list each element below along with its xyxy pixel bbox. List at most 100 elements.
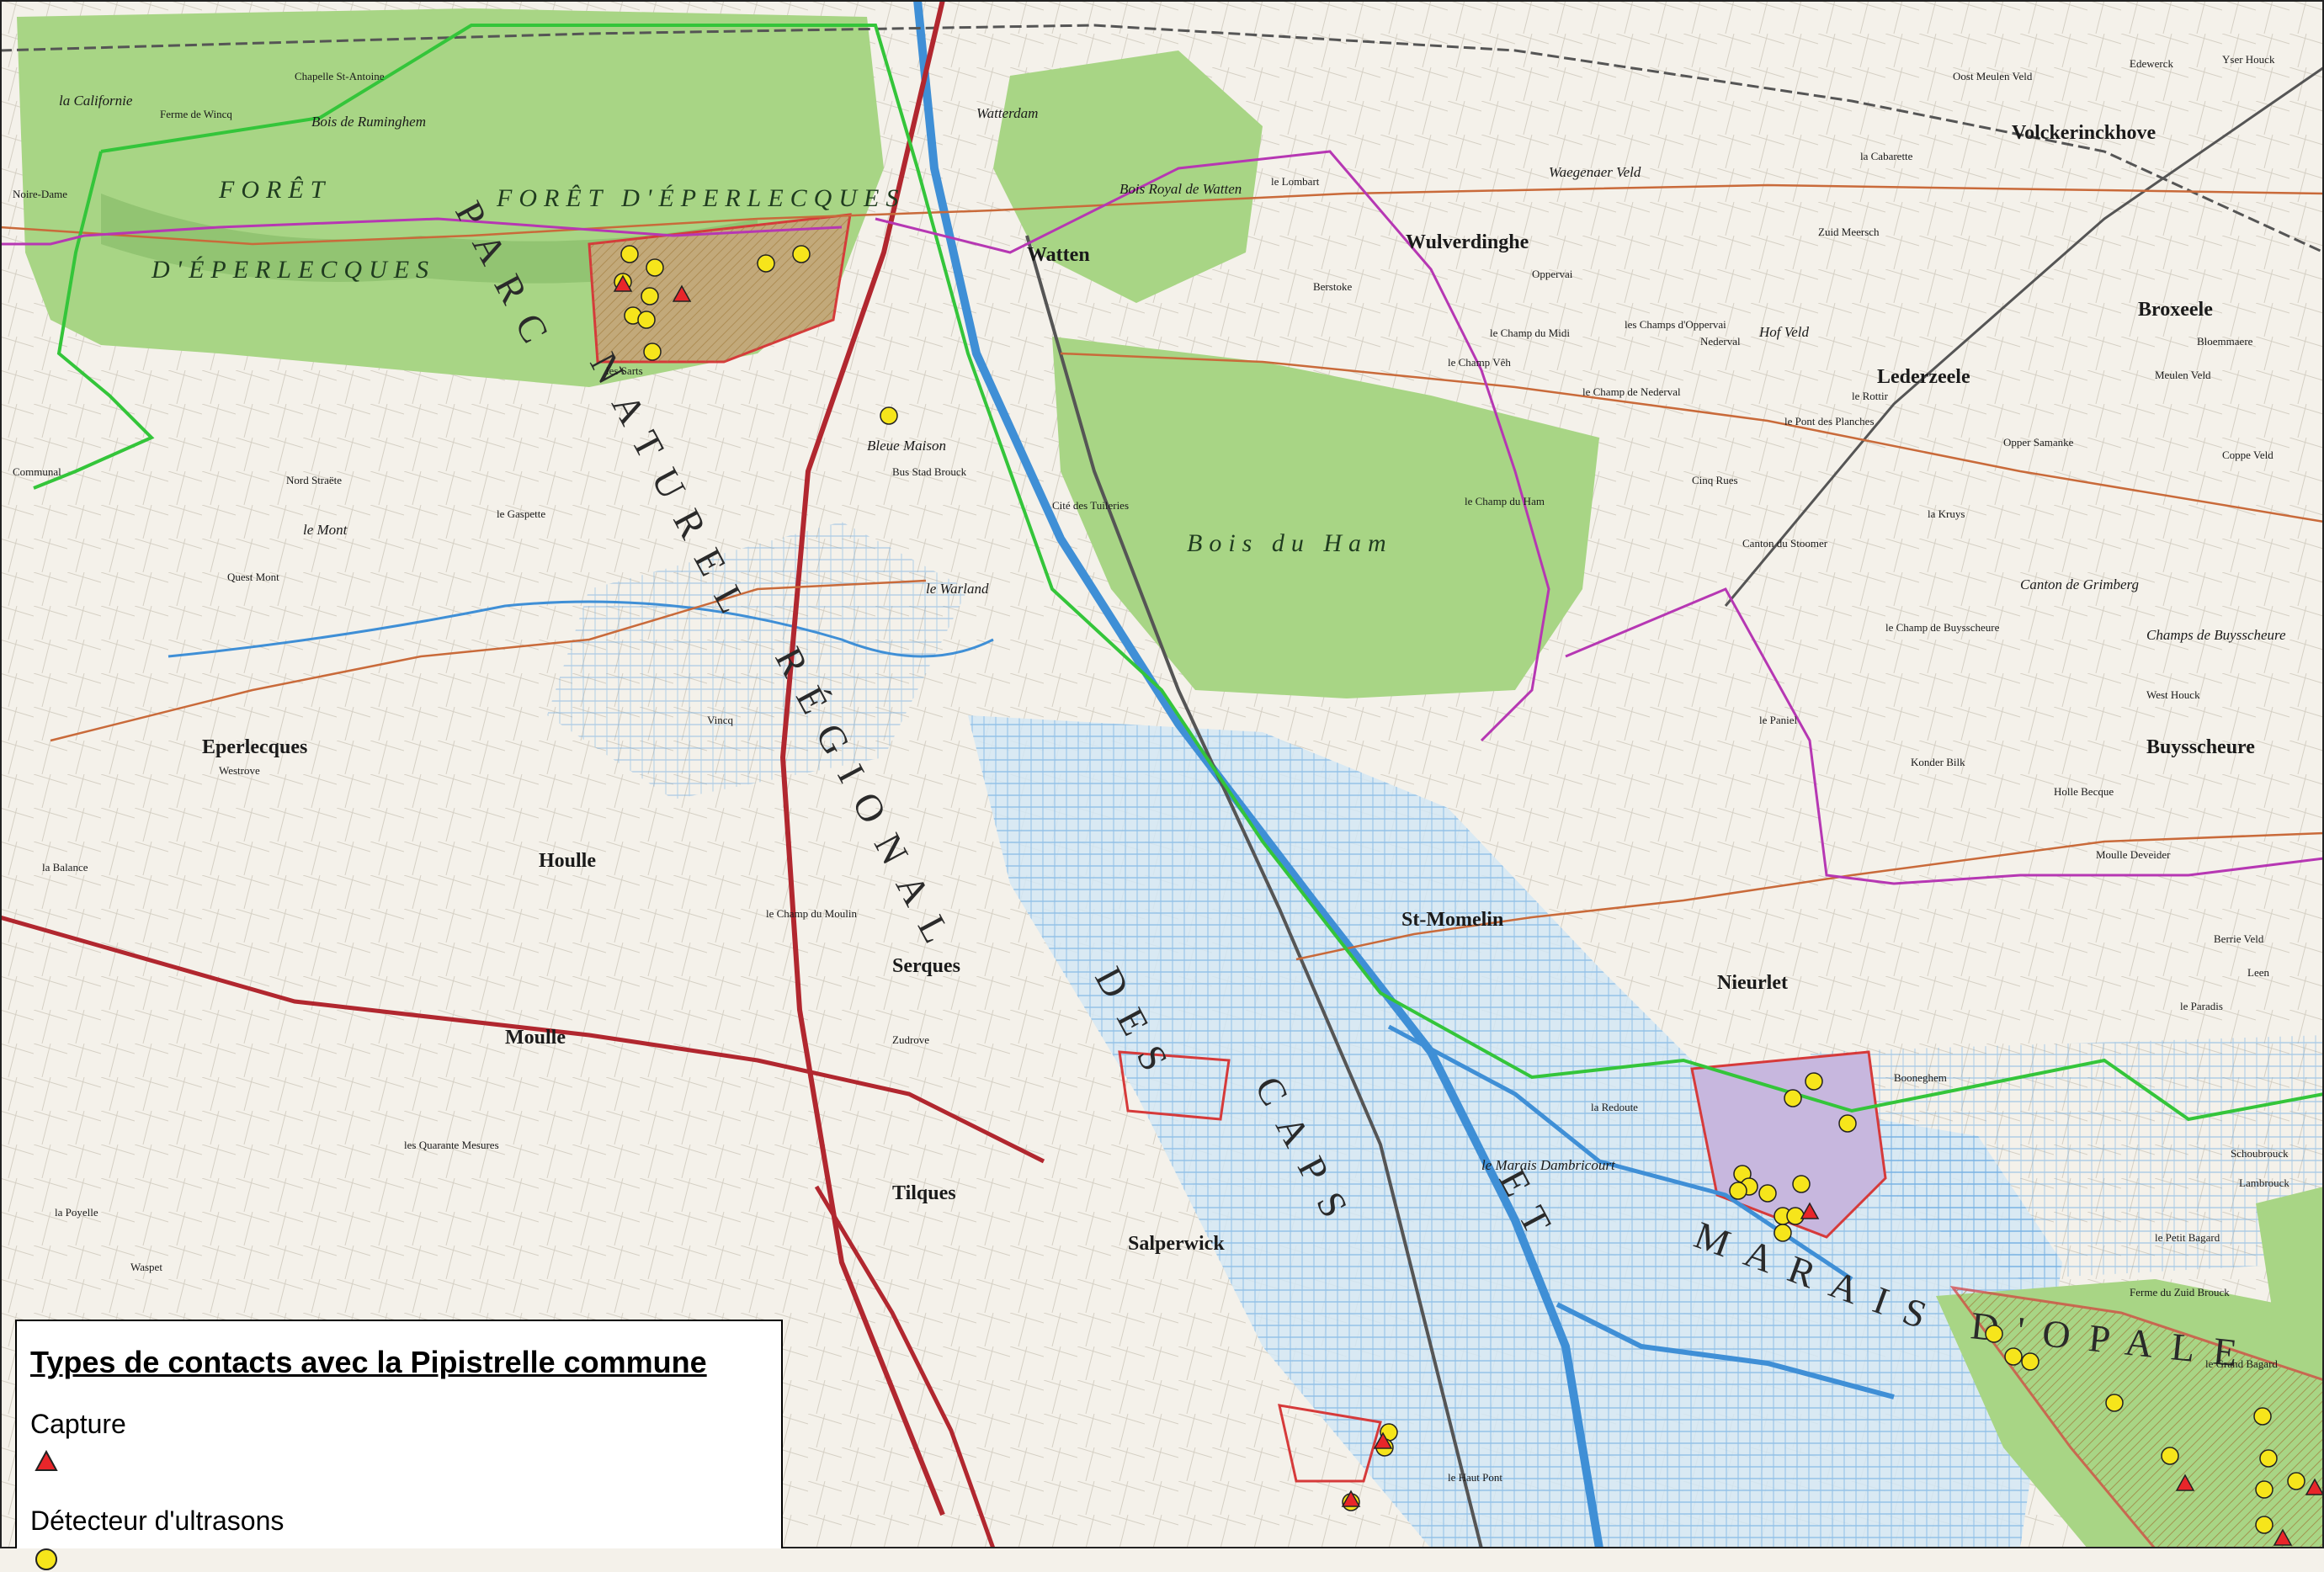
- capture-marker[interactable]: [672, 284, 692, 302]
- detector-marker[interactable]: [2105, 1394, 2124, 1412]
- town-serques: Serques: [892, 955, 960, 977]
- detector-marker[interactable]: [792, 245, 811, 263]
- place-le-paradis: le Paradis: [2180, 1000, 2223, 1012]
- detector-marker[interactable]: [646, 258, 664, 277]
- detector-marker[interactable]: [1774, 1224, 1792, 1242]
- legend-panel: Types de contacts avec la Pipistrelle co…: [15, 1320, 783, 1570]
- place-zuid-meersch: Zuid Meersch: [1818, 226, 1880, 238]
- detector-marker[interactable]: [1805, 1072, 1823, 1091]
- place-champ-nederval: le Champ de Nederval: [1582, 385, 1681, 398]
- study-site-small-2: [1118, 1050, 1231, 1121]
- capture-marker[interactable]: [2305, 1478, 2324, 1495]
- town-buysscheure: Buysscheure: [2146, 736, 2255, 758]
- place-zudrove: Zudrove: [892, 1033, 929, 1046]
- town-wulverdinghe: Wulverdinghe: [1406, 231, 1529, 253]
- detector-marker[interactable]: [1838, 1114, 1857, 1133]
- place-westrove: Westrove: [219, 764, 260, 777]
- label-foret: FORÊT: [218, 176, 331, 204]
- detector-marker[interactable]: [757, 254, 775, 273]
- capture-marker[interactable]: [1800, 1202, 1820, 1219]
- railway-main: [1025, 235, 1483, 1548]
- study-site-eperlecques-hatch: [589, 215, 850, 362]
- label-foret-eperlecques: FORÊT D'ÉPERLECQUES: [496, 184, 905, 212]
- study-site-romelaere: [1949, 1285, 2324, 1548]
- place-le-paniel: le Paniel: [1759, 714, 1798, 726]
- detector-marker[interactable]: [643, 343, 662, 361]
- detector-marker[interactable]: [1784, 1089, 1802, 1107]
- detector-marker[interactable]: [2161, 1447, 2179, 1465]
- place-edewerck: Edewerck: [2130, 57, 2173, 70]
- park-boundary: [100, 24, 2324, 1122]
- detector-marker[interactable]: [880, 406, 898, 425]
- place-champs-oppervai: les Champs d'Oppervai: [1625, 318, 1726, 331]
- detector-marker[interactable]: [620, 245, 639, 263]
- detector-marker[interactable]: [2287, 1472, 2305, 1490]
- marsh-area-west: [547, 522, 968, 799]
- legend-capture-triangle-icon: [35, 1450, 58, 1471]
- place-leen: Leen: [2247, 966, 2269, 979]
- place-nord-straete: Nord Straëte: [286, 474, 342, 486]
- detector-marker[interactable]: [641, 287, 659, 305]
- capture-marker[interactable]: [2175, 1474, 2195, 1491]
- place-la-californie: la Californie: [59, 93, 133, 109]
- park-boundary-west: [33, 151, 155, 490]
- detector-marker[interactable]: [2004, 1347, 2023, 1366]
- place-nederval: Nederval: [1700, 335, 1741, 348]
- road-momelin: [1295, 831, 2324, 961]
- detector-marker[interactable]: [637, 311, 656, 329]
- detector-marker[interactable]: [2259, 1449, 2278, 1468]
- road-d928: [779, 0, 945, 1516]
- marsh-area-east: [1810, 1035, 2324, 1279]
- place-la-redoute: la Redoute: [1591, 1101, 1638, 1113]
- place-champ-du-ham: le Champ du Ham: [1465, 495, 1545, 507]
- town-volckerinckhove: Volckerinckhove: [2012, 122, 2156, 144]
- capture-markers: [613, 274, 2324, 1546]
- place-quarante-mesures: les Quarante Mesures: [404, 1139, 499, 1151]
- place-champ-buysscheure: le Champ de Buysscheure: [1885, 621, 2000, 634]
- place-champ-du-moulin: le Champ du Moulin: [766, 907, 857, 920]
- place-labels: Waegenaer Veld Hof Veld Zuid Meersch la …: [13, 53, 2289, 1484]
- town-nieurlet: Nieurlet: [1717, 972, 1788, 994]
- capture-marker[interactable]: [613, 274, 633, 292]
- place-champ-du-midi: le Champ du Midi: [1490, 327, 1570, 339]
- detector-marker[interactable]: [2255, 1480, 2273, 1499]
- place-canton-stoomer: Canton du Stoomer: [1742, 537, 1828, 550]
- place-la-poyelle: la Poyelle: [55, 1206, 98, 1219]
- detector-marker[interactable]: [1985, 1325, 2003, 1343]
- place-vincq: Vincq: [707, 714, 733, 726]
- place-petit-bagard: le Petit Bagard: [2155, 1231, 2220, 1244]
- detector-marker[interactable]: [2021, 1352, 2039, 1371]
- place-yser-houck: Yser Houck: [2222, 53, 2275, 66]
- detector-marker[interactable]: [1758, 1184, 1777, 1203]
- legend-detector-circle-icon: [35, 1548, 57, 1570]
- detector-marker[interactable]: [2253, 1407, 2272, 1426]
- capture-marker[interactable]: [2273, 1528, 2293, 1546]
- road-d943: [0, 915, 1045, 1164]
- place-grand-bagard: le Grand Bagard: [2205, 1357, 2278, 1370]
- capture-marker[interactable]: [1341, 1490, 1361, 1507]
- detector-marker[interactable]: [1786, 1207, 1805, 1225]
- place-champs-buysscheure: Champs de Buysscheure: [2146, 627, 2286, 643]
- town-houlle: Houlle: [539, 850, 596, 872]
- forest-bois-royal: [993, 50, 1263, 303]
- place-berrie-veld: Berrie Veld: [2214, 932, 2264, 945]
- legend-label-capture: Capture: [30, 1409, 126, 1439]
- place-moulle-deveider: Moulle Deveider: [2096, 848, 2171, 861]
- place-cinq-rues: Cinq Rues: [1692, 474, 1738, 486]
- capture-marker[interactable]: [1373, 1431, 1393, 1449]
- label-bois-du-ham: Bois du Ham: [1187, 529, 1393, 557]
- detector-marker[interactable]: [1792, 1175, 1811, 1193]
- canal-aa: [913, 0, 1603, 1548]
- place-chapelle-st-antoine: Chapelle St-Antoine: [295, 70, 385, 82]
- town-bleue-maison: Bleue Maison: [867, 438, 946, 454]
- place-le-lombart: le Lombart: [1271, 175, 1320, 188]
- place-booneghem: Booneghem: [1894, 1071, 1947, 1084]
- commune-boundary-west: [0, 217, 843, 246]
- place-west-houck: West Houck: [2146, 688, 2200, 701]
- place-bus-stad-brouck: Bus Stad Brouck: [892, 465, 967, 478]
- detector-marker[interactable]: [2255, 1516, 2273, 1534]
- detector-marker[interactable]: [1729, 1182, 1747, 1200]
